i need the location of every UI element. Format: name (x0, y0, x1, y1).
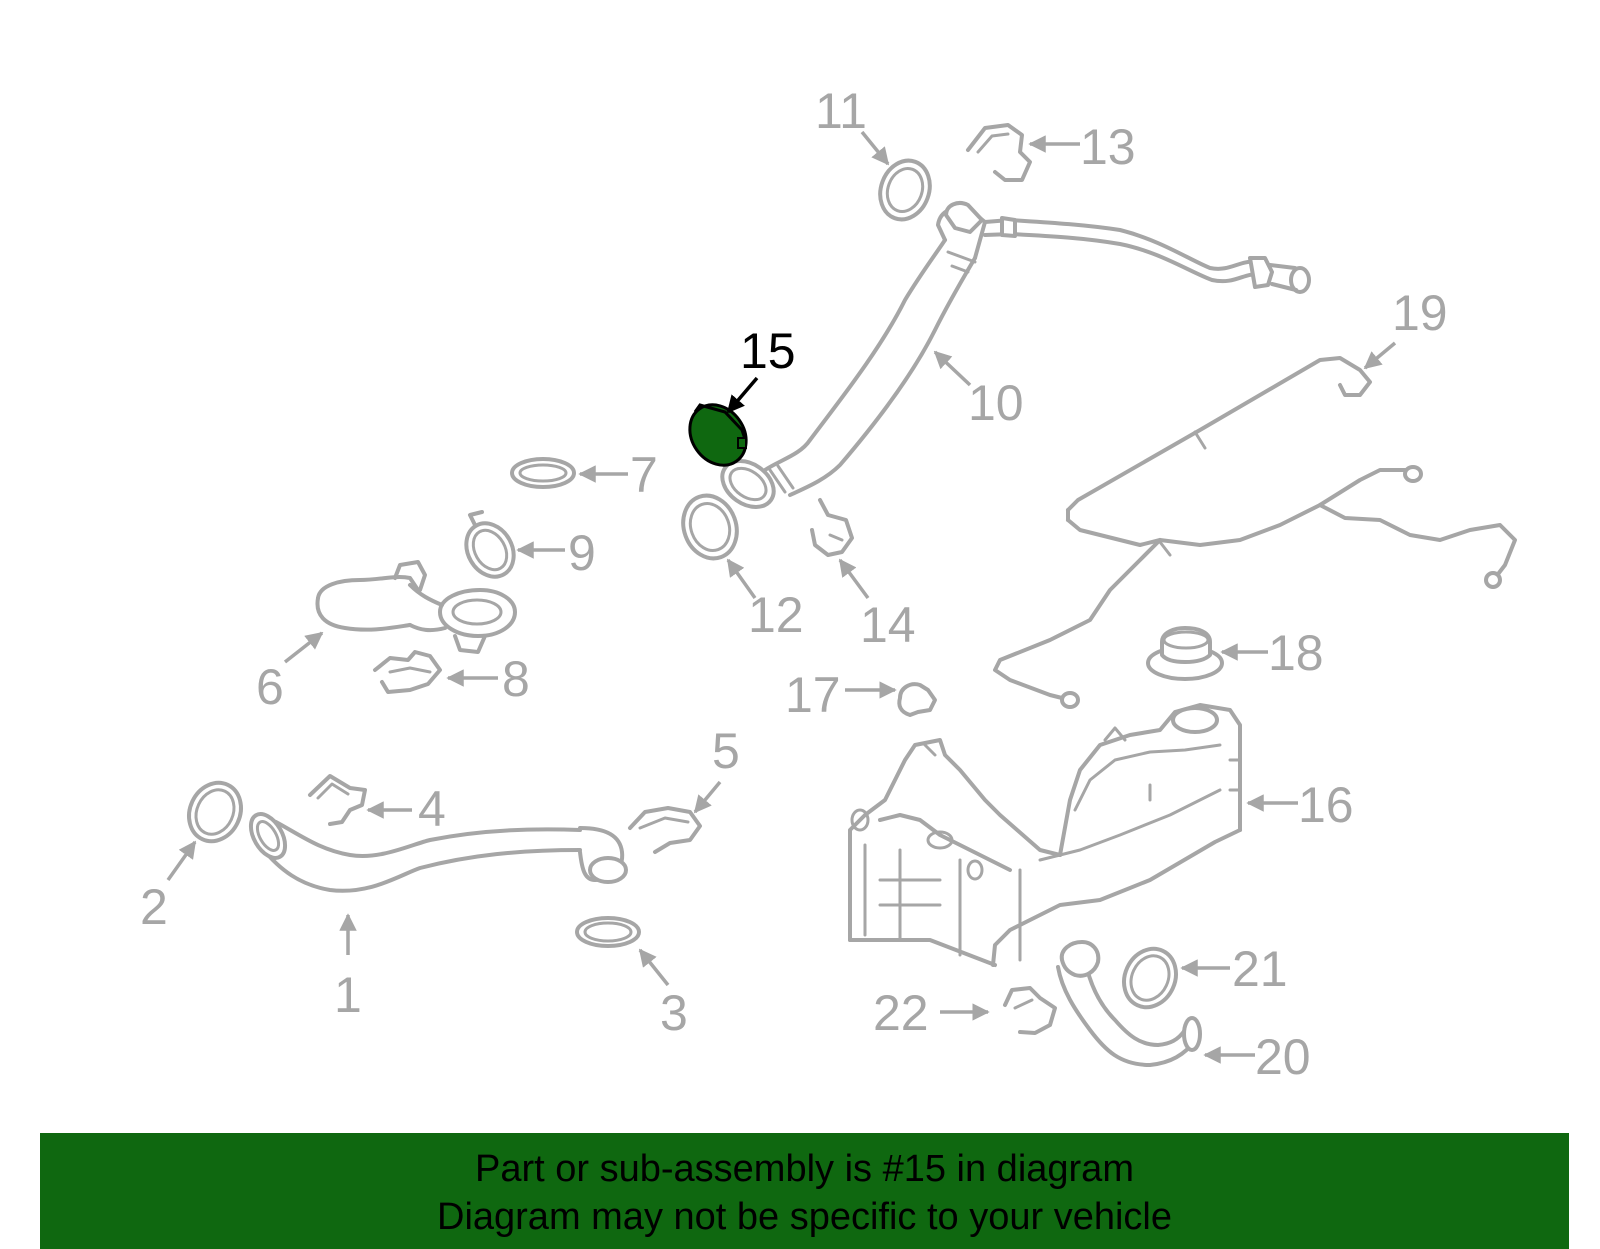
callout-1: 1 (334, 967, 362, 1023)
callout-16: 16 (1298, 777, 1354, 833)
banner-line-1: Part or sub-assembly is #15 in diagram (475, 1148, 1134, 1190)
leader-3 (638, 948, 670, 987)
leader-12 (726, 558, 757, 600)
leader-10 (933, 350, 972, 387)
callout-18: 18 (1268, 625, 1324, 681)
callout-20: 20 (1255, 1029, 1311, 1085)
part-21-seal-ring[interactable] (1115, 940, 1186, 1016)
callout-9: 9 (568, 525, 596, 581)
callout-7: 7 (630, 447, 658, 503)
part-14-clip[interactable] (810, 498, 854, 557)
part-1-lower-hose[interactable] (244, 808, 628, 893)
part-18-cap[interactable] (1146, 626, 1224, 681)
part-9-clamp[interactable] (457, 510, 523, 585)
part-12-seal-ring[interactable] (675, 488, 746, 566)
part-15-highlighted[interactable] (678, 394, 757, 476)
callout-5: 5 (712, 723, 740, 779)
callout-11: 11 (815, 83, 867, 139)
leader-11 (860, 130, 890, 166)
part-8-clip[interactable] (373, 650, 442, 694)
part-2-seal-ring[interactable] (180, 774, 251, 850)
leader-15 (726, 376, 759, 414)
callout-8: 8 (502, 651, 530, 707)
callout-17: 17 (785, 667, 841, 723)
leader-6 (283, 631, 324, 664)
callout-4: 4 (418, 781, 446, 837)
callout-6: 6 (256, 659, 284, 715)
callout-12: 12 (748, 587, 804, 643)
part-5-clip[interactable] (628, 806, 702, 854)
callout-10: 10 (968, 375, 1024, 431)
part-7-seal-ring[interactable] (510, 457, 576, 489)
part-20-small-hose[interactable] (1056, 940, 1202, 1067)
part-3-seal-ring[interactable] (575, 916, 641, 948)
part-11-seal-ring[interactable] (872, 154, 938, 227)
part-6-elbow-hose[interactable] (315, 560, 517, 654)
leader-5 (693, 780, 722, 814)
callout-21: 21 (1232, 941, 1288, 997)
part-4-clip[interactable] (308, 774, 367, 826)
callout-14: 14 (860, 597, 916, 653)
callout-2: 2 (140, 879, 168, 935)
leader-14 (838, 558, 870, 600)
leader-2 (166, 840, 197, 882)
callout-22: 22 (873, 985, 929, 1041)
part-13-clip[interactable] (966, 123, 1032, 182)
part-19-line-assembly[interactable] (993, 356, 1517, 709)
info-banner: Part or sub-assembly is #15 in diagram D… (40, 1133, 1569, 1249)
part-17-plug[interactable] (897, 682, 937, 717)
callout-19: 19 (1392, 285, 1448, 341)
callout-15: 15 (740, 323, 796, 379)
part-10-upper-hose[interactable] (714, 201, 1311, 516)
leader-19 (1363, 341, 1397, 370)
callout-3: 3 (660, 985, 688, 1041)
part-16-reservoir[interactable] (848, 703, 1242, 967)
banner-line-2: Diagram may not be specific to your vehi… (437, 1196, 1172, 1238)
callout-13: 13 (1080, 119, 1136, 175)
part-22-clip[interactable] (1003, 986, 1057, 1035)
